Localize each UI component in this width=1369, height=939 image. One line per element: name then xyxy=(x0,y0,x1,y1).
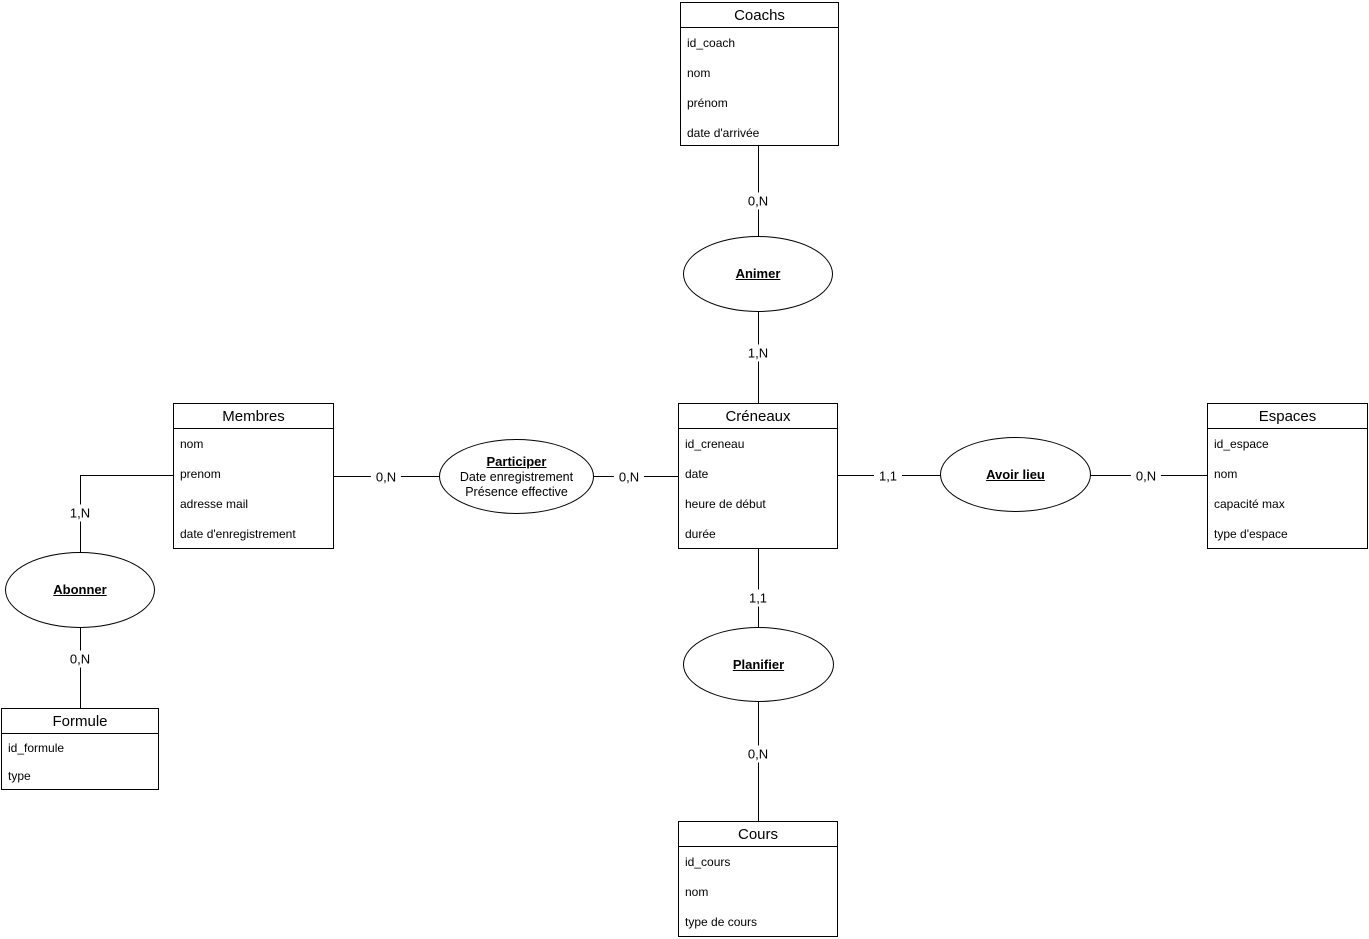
cardinality-membres-abonner: 1,N xyxy=(64,504,96,522)
cardinality-planifier-cours: 0,N xyxy=(742,745,774,763)
entity-title: Espaces xyxy=(1208,404,1367,429)
connector-membres-abonner xyxy=(80,475,173,553)
cardinality-creneaux-planifier: 1,1 xyxy=(743,589,773,607)
relationship-title: Abonner xyxy=(53,582,107,597)
entity-attribute: id_cours xyxy=(685,855,731,869)
entity-attribute: prenom xyxy=(180,467,221,481)
entity-attribute: nom xyxy=(685,885,709,899)
relationship-attribute: Présence effective xyxy=(465,484,568,499)
entity-attribute: id_formule xyxy=(8,741,65,755)
relationship-abonner[interactable]: Abonner xyxy=(5,552,155,628)
entity-attribute: type d'espace xyxy=(1214,527,1288,541)
entity-attribute: nom xyxy=(1214,467,1238,481)
entity-attribute: date d'arrivée xyxy=(687,126,760,140)
cardinality-participer-creneaux: 0,N xyxy=(613,468,645,486)
cardinality-creneaux-avoirlieu: 1,1 xyxy=(873,467,903,485)
entity-attribute: id_espace xyxy=(1214,437,1269,451)
entity-attribute: prénom xyxy=(687,96,728,110)
relationship-attribute: Date enregistrement xyxy=(459,469,574,484)
entity-title: Coachs xyxy=(681,3,838,28)
entity-title: Cours xyxy=(679,822,837,847)
entity-attribute: date xyxy=(685,467,709,481)
entity-attribute: heure de début xyxy=(685,497,766,511)
entity-espaces[interactable]: Espaces id_espace nom capacité max type … xyxy=(1207,403,1368,549)
entity-cours[interactable]: Cours id_cours nom type de cours xyxy=(678,821,838,937)
entity-creneaux[interactable]: Créneaux id_creneau date heure de début … xyxy=(678,403,838,549)
relationship-participer[interactable]: Participer Date enregistrement Présence … xyxy=(439,439,594,514)
entity-attribute: type de cours xyxy=(685,915,758,929)
entity-coachs[interactable]: Coachs id_coach nom prénom date d'arrivé… xyxy=(680,2,839,146)
cardinality-avoirlieu-espaces: 0,N xyxy=(1130,467,1162,485)
cardinality-animer-creneaux: 1,N xyxy=(742,344,774,362)
entity-attribute: capacité max xyxy=(1214,497,1285,511)
cardinality-membres-participer: 0,N xyxy=(370,468,402,486)
relationship-title: Planifier xyxy=(732,656,785,672)
entity-title: Membres xyxy=(174,404,333,429)
entity-title: Créneaux xyxy=(679,404,837,429)
relationship-title: Participer xyxy=(486,453,547,469)
entity-attribute: type xyxy=(8,769,31,783)
entity-attribute: adresse mail xyxy=(180,497,249,511)
relationship-title: Avoir lieu xyxy=(986,466,1045,482)
entity-title: Formule xyxy=(2,709,158,734)
cardinality-coachs-animer: 0,N xyxy=(742,192,774,210)
relationship-avoir-lieu[interactable]: Avoir lieu xyxy=(940,437,1091,512)
relationship-animer[interactable]: Animer xyxy=(683,236,833,312)
entity-attribute: id_creneau xyxy=(685,437,745,451)
relationship-planifier[interactable]: Planifier xyxy=(683,627,834,702)
relationship-title: Animer xyxy=(735,266,781,281)
entity-attribute: nom xyxy=(180,437,204,451)
entity-attribute: date d'enregistrement xyxy=(180,527,296,541)
entity-attribute: durée xyxy=(685,527,716,541)
entity-attribute: nom xyxy=(687,66,711,80)
entity-membres[interactable]: Membres nom prenom adresse mail date d'e… xyxy=(173,403,334,549)
entity-formule[interactable]: Formule id_formule type xyxy=(1,708,159,790)
entity-attribute: id_coach xyxy=(687,36,736,50)
cardinality-abonner-formule: 0,N xyxy=(64,650,96,668)
